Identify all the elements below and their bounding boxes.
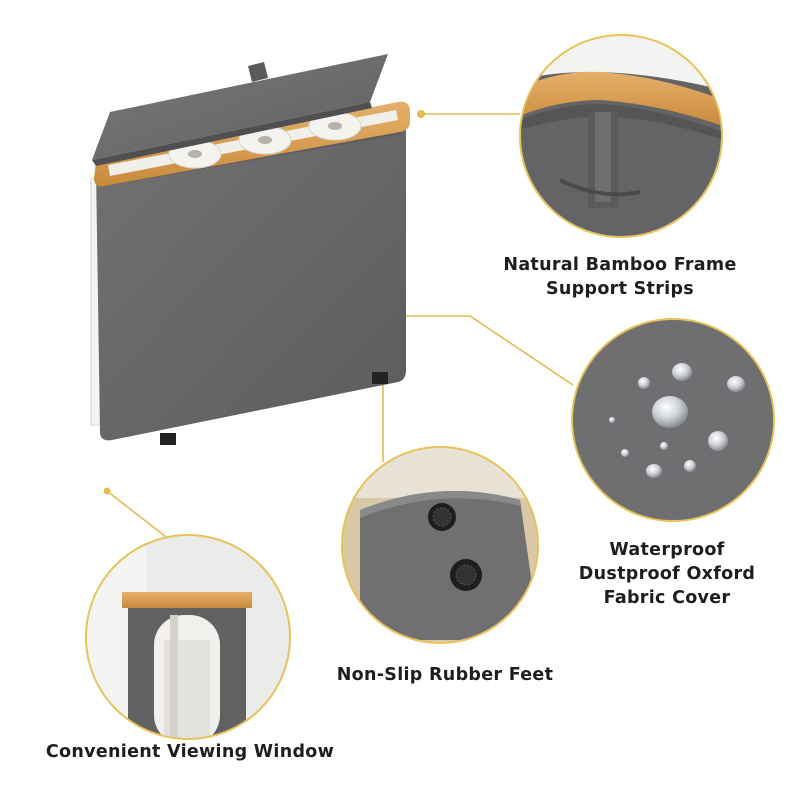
foot-right bbox=[372, 372, 388, 384]
detail-rubber-feet bbox=[341, 446, 539, 644]
callout-bamboo-line2: Support Strips bbox=[546, 279, 694, 299]
callout-feet-line1: Non-Slip Rubber Feet bbox=[336, 665, 554, 685]
box-body bbox=[96, 117, 406, 441]
callout-fabric-line3: Fabric Cover bbox=[603, 588, 731, 608]
callout-label-viewing-window: Convenient Viewing Window bbox=[10, 740, 370, 764]
leader-line-window bbox=[106, 490, 171, 541]
toilet-rolls bbox=[168, 111, 362, 169]
callout-label-fabric-cover: Waterproof Dustproof Oxford Fabric Cover bbox=[552, 538, 782, 610]
storage-box bbox=[90, 54, 410, 445]
water-droplets bbox=[609, 363, 745, 478]
callout-window-line1: Convenient Viewing Window bbox=[45, 742, 335, 762]
callout-bamboo-line1: Natural Bamboo Frame bbox=[503, 255, 737, 275]
detail-waterproof-fabric bbox=[571, 318, 775, 522]
callout-fabric-line1: Waterproof bbox=[609, 540, 725, 560]
callout-label-rubber-feet: Non-Slip Rubber Feet bbox=[300, 663, 590, 687]
detail-bamboo-frame bbox=[519, 34, 723, 238]
callout-fabric-line2: Dustproof Oxford bbox=[578, 564, 756, 584]
detail-viewing-window bbox=[85, 534, 291, 740]
foot-left bbox=[160, 433, 176, 445]
box-lid bbox=[92, 54, 388, 160]
callout-label-bamboo-frame: Natural Bamboo Frame Support Strips bbox=[470, 253, 770, 301]
